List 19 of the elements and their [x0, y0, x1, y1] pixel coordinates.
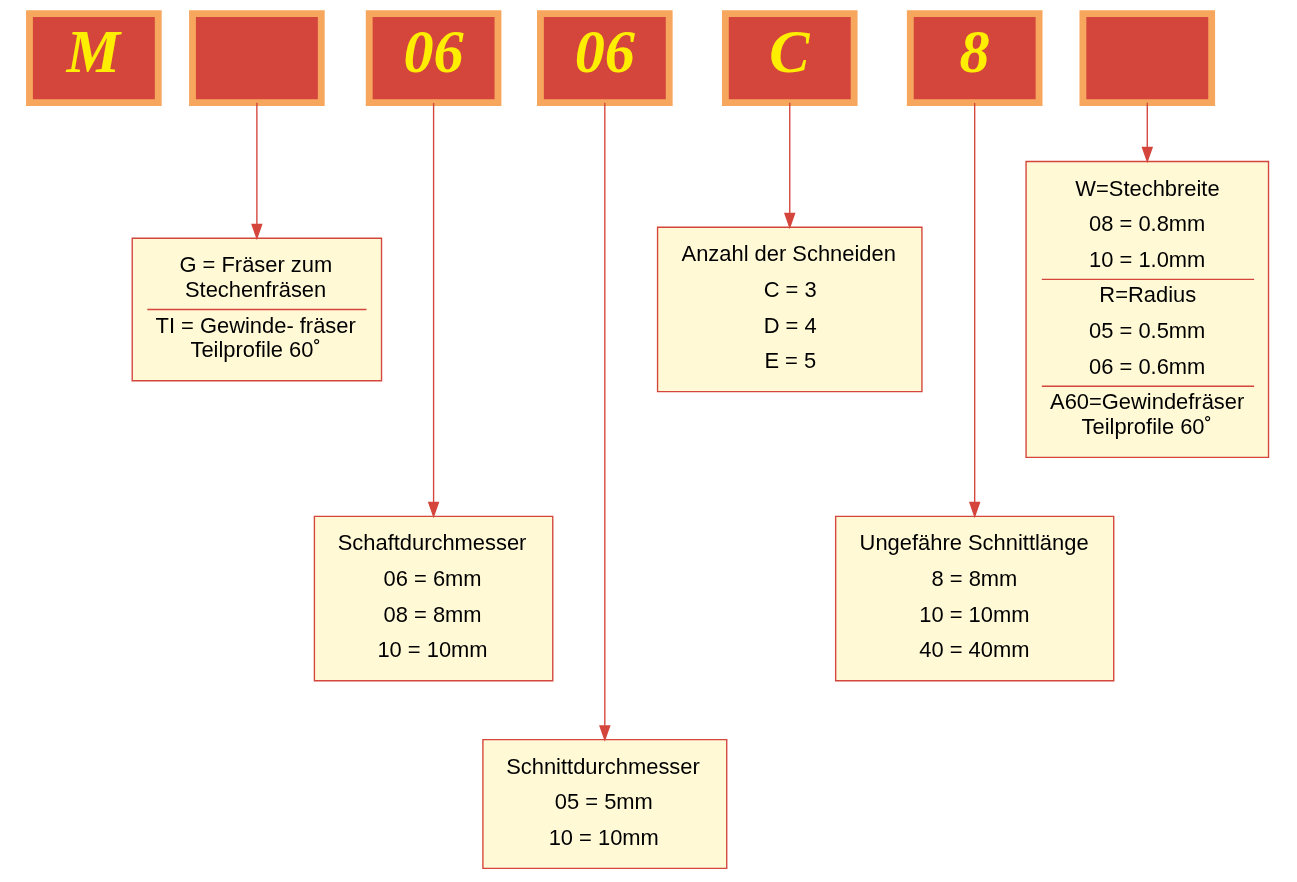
arrow	[598, 101, 611, 742]
node-box: 06	[365, 10, 501, 107]
node-box: W=Stechbreite 08 = 0.8mm 10 = 1.0mm R=Radius 05 = 0.5mm 06 = 0.6mm A60=Gewindefräser Teilprofile 60˚	[1024, 160, 1269, 459]
arrow	[427, 102, 439, 519]
node-box	[1078, 10, 1215, 107]
node-box	[188, 10, 325, 107]
node-box: G = Fräser zum Stechenfräsen TI = Gewinde- fräser Teilprofile 60˚	[131, 237, 382, 382]
node-box: Schnittdurchmesser 05 = 5mm 10 = 10mm	[481, 738, 727, 870]
node-box: 8	[906, 10, 1042, 107]
arrow	[1141, 102, 1153, 164]
arrow	[250, 102, 263, 241]
node-box: C	[721, 10, 858, 107]
arrow	[783, 102, 795, 230]
arrow	[968, 102, 980, 519]
node-box: 06	[536, 10, 673, 107]
node-box: M	[25, 10, 162, 107]
node-box: Schaftdurchmesser 06 = 6mm 08 = 8mm 10 = 10mm	[313, 515, 553, 682]
node-box: Ungefähre Schnittlänge 8 = 8mm 10 = 10mm 40 = 40mm	[834, 515, 1114, 682]
node-box: Anzahl der Schneiden C = 3 D = 4 E = 5	[656, 226, 923, 393]
